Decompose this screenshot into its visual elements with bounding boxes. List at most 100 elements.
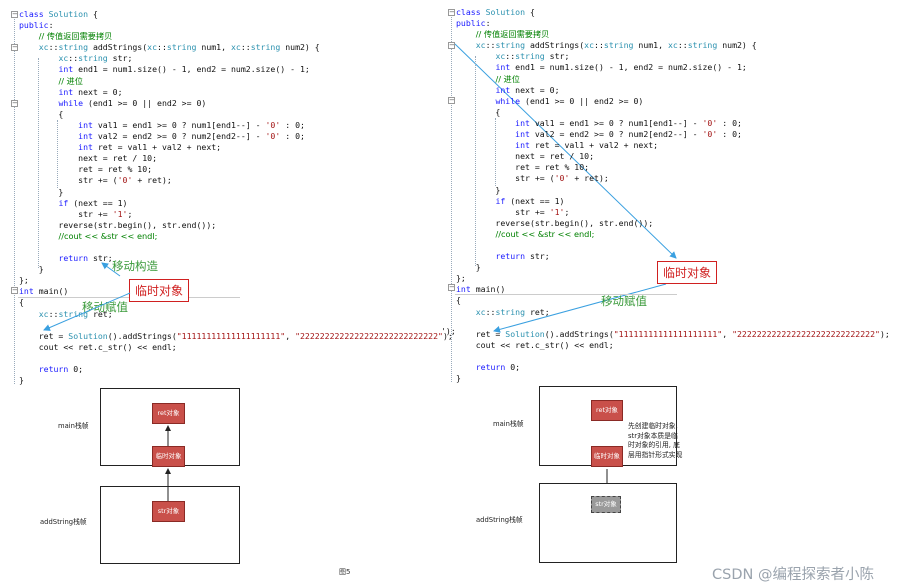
left-code-line: int val1 = end1 >= 0 ? num1[end1--] - '0… [78, 119, 305, 130]
left-code-line: } [19, 186, 64, 197]
right-main-frame-label: main栈帧 [493, 420, 524, 428]
right-code-line: // 进位 [495, 73, 520, 84]
left-code-line: if (next == 1) [58, 197, 128, 208]
right-code-line: // 传值返回需要拷贝 [475, 29, 550, 40]
left-gutter-guide [14, 14, 15, 384]
right-code-line: //cout << &str << endl; [495, 228, 595, 239]
right-code-line: int main() [456, 284, 506, 295]
right-code-line: int val2 = end2 >= 0 ? num2[end2--] - '0… [515, 129, 742, 140]
fold-toggle-icon[interactable]: − [11, 286, 18, 294]
fold-toggle-icon[interactable]: − [448, 41, 455, 49]
right-code-line: public: [456, 18, 491, 29]
right-code-line [456, 351, 890, 362]
right-gutter-guide [475, 56, 476, 266]
right-code-line: int end1 = num1.size() - 1, end2 = num2.… [495, 62, 747, 73]
right-code-line: } [456, 184, 501, 195]
left-code-line: ret = Solution().addStrings("11111111111… [19, 330, 453, 341]
right-code-line: xc::string str; [495, 51, 570, 62]
left-main-frame-label: main栈帧 [58, 422, 89, 430]
right-code-line: { [456, 106, 501, 117]
left-code-line: return str; [58, 253, 113, 264]
left-code-line: next = ret / 10; [19, 153, 158, 164]
left-code-line: str += ('0' + ret); [19, 175, 172, 186]
fold-toggle-icon[interactable]: − [11, 10, 18, 18]
left-code-line: reverse(str.begin(), str.end()); [19, 219, 217, 230]
left-code-line: int main() [19, 286, 69, 297]
fold-toggle-icon[interactable]: − [11, 43, 18, 51]
left-code-line: ret = ret % 10; [19, 164, 153, 175]
left-gutter-guide [57, 120, 58, 188]
line-highlight [455, 294, 677, 295]
left-code-line: cout << ret.c_str() << endl; [19, 341, 177, 352]
right-code-line [456, 240, 890, 251]
right-code-line: }; [456, 273, 466, 284]
left-code-line: while (end1 >= 0 || end2 >= 0) [58, 97, 207, 108]
right-code-line: return 0; [475, 362, 521, 372]
left-code-line: } [19, 264, 44, 275]
right-gutter-guide [451, 12, 452, 382]
right-ret-object-box: ret对象 [591, 400, 623, 421]
right-code-line: if (next == 1) [495, 195, 565, 206]
left-label-move-assign: 移动赋值 [82, 300, 128, 314]
left-arrow-move-construct [101, 262, 121, 277]
right-addstring-frame-label: addString栈帧 [476, 516, 523, 524]
left-addstring-frame-label: addString栈帧 [40, 518, 87, 526]
fold-toggle-icon[interactable]: − [448, 96, 455, 104]
left-code-line: class Solution { [19, 9, 98, 19]
fold-toggle-icon[interactable]: − [448, 283, 455, 291]
right-arrow-str-to-temp [454, 43, 677, 259]
fold-toggle-icon[interactable]: − [448, 8, 455, 16]
left-code-line: int end1 = num1.size() - 1, end2 = num2.… [58, 64, 310, 75]
right-code-line: xc::string ret; [475, 306, 550, 317]
left-code-line: xc::string str; [58, 53, 133, 64]
left-code-line: int val2 = end2 >= 0 ? num2[end2--] - '0… [78, 131, 305, 142]
right-code-line: cout << ret.c_str() << endl; [456, 339, 614, 350]
left-code-line: int ret = val1 + val2 + next; [78, 142, 222, 153]
right-code-line: ret = ret % 10; [456, 162, 590, 173]
left-code-line: //cout << &str << endl; [58, 230, 158, 241]
right-code-line: next = ret / 10; [456, 151, 595, 162]
right-code-line: class Solution { [456, 7, 535, 17]
left-code-line: // 传值返回需要拷贝 [38, 31, 113, 42]
right-code-line: reverse(str.begin(), str.end()); [456, 217, 654, 228]
left-label-move-construct: 移动构造 [112, 259, 158, 273]
left-ret-object-box: ret对象 [152, 403, 185, 424]
right-stray-text: '); [441, 326, 456, 336]
right-code-line: return str; [495, 251, 550, 262]
left-code-line: // 进位 [58, 75, 83, 86]
right-str-object-box: str对象 [591, 496, 621, 513]
left-str-object-box: str对象 [152, 501, 185, 522]
right-code-block: class Solution {public: // 传值返回需要拷贝 xc::… [456, 7, 890, 384]
right-code-line: str += ('0' + ret); [456, 173, 609, 184]
left-code-line: public: [19, 20, 54, 31]
left-code-line: { [19, 108, 64, 119]
right-code-line [456, 318, 890, 329]
left-label-temp-object: 临时对象 [129, 279, 190, 302]
right-arrow-move-assign [493, 283, 667, 333]
left-code-line: xc::string addStrings(xc::string num1, x… [38, 42, 320, 53]
right-code-line: xc::string addStrings(xc::string num1, x… [475, 40, 757, 51]
left-code-line: { [19, 297, 24, 308]
left-code-line: return 0; [38, 364, 84, 374]
right-label-move-assign: 移动赋值 [601, 294, 647, 308]
csdn-watermark: CSDN @编程探索者小陈 [712, 567, 874, 583]
right-code-line: str += '1'; [456, 206, 570, 217]
left-code-line: int next = 0; [58, 86, 123, 97]
right-code-line: while (end1 >= 0 || end2 >= 0) [495, 95, 644, 106]
left-arrow-move-assign [43, 292, 131, 331]
right-diagram-note: 先创建临时对象, str对象本质是临 时对象的引用, 底 层用指针形式实现 [628, 422, 683, 459]
left-code-line: }; [19, 275, 29, 286]
left-code-line: str += '1'; [19, 208, 133, 219]
left-addstring-frame [100, 486, 240, 564]
left-code-line: xc::string ret; [38, 308, 113, 319]
right-code-line: } [456, 262, 481, 273]
left-code-line: } [19, 375, 24, 386]
right-temp-object-box: 临时对象 [591, 446, 623, 467]
right-code-line: int ret = val1 + val2 + next; [515, 140, 659, 151]
fold-toggle-icon[interactable]: − [11, 99, 18, 107]
right-code-line: { [456, 295, 461, 306]
right-gutter-guide [495, 118, 496, 186]
right-code-line: int next = 0; [495, 84, 560, 95]
right-label-temp-object: 临时对象 [657, 261, 718, 284]
